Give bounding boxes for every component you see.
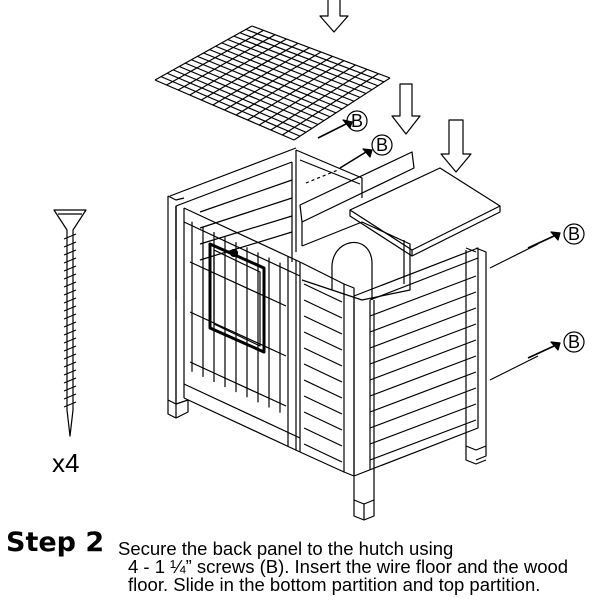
hutch-right-panel bbox=[353, 247, 479, 477]
screw-thread bbox=[63, 353, 77, 360]
screw-thread bbox=[63, 241, 77, 248]
assembly-diagram: B B B B x4 bbox=[52, 0, 585, 521]
wire-floor-grid bbox=[154, 25, 391, 141]
screw-thread bbox=[63, 329, 77, 336]
grid-wire bbox=[293, 77, 391, 141]
callout-label: B bbox=[351, 111, 363, 131]
cage-door bbox=[189, 221, 287, 413]
screw-icon bbox=[527, 341, 561, 359]
screw-icon bbox=[527, 231, 561, 249]
bottom-partition bbox=[301, 221, 411, 301]
alignment-line bbox=[305, 169, 339, 184]
hutch-front-right-leg bbox=[353, 296, 375, 521]
instruction-line: floor. Slide in the bottom partition and… bbox=[128, 574, 541, 595]
grid-wire bbox=[201, 42, 299, 101]
grid-wire bbox=[177, 34, 276, 91]
screw-thread bbox=[63, 393, 77, 400]
screw-icon bbox=[339, 148, 373, 169]
cage-door-frame bbox=[208, 242, 266, 354]
hutch-front-left-frame bbox=[167, 195, 189, 419]
cage-bar bbox=[189, 261, 287, 307]
cage-bar bbox=[189, 361, 287, 407]
hutch-front-panel bbox=[183, 207, 301, 453]
screw-thread bbox=[63, 273, 77, 280]
hutch-back-right-leg bbox=[465, 247, 487, 465]
callout-label: B bbox=[568, 224, 580, 244]
hutch-back-panel bbox=[295, 149, 363, 252]
callout-circle-b bbox=[563, 223, 585, 245]
down-arrow-icon bbox=[391, 83, 421, 135]
grid-wire bbox=[270, 68, 368, 131]
screw-thread bbox=[63, 369, 77, 376]
grid-wire bbox=[166, 29, 264, 86]
cage-bar bbox=[189, 311, 287, 357]
callout-circle-b bbox=[371, 134, 393, 156]
alignment-line bbox=[489, 243, 539, 269]
grid-wire bbox=[154, 25, 253, 81]
screw-thread bbox=[63, 289, 77, 296]
step-title: Step 2 bbox=[6, 527, 105, 558]
screw-thread bbox=[63, 281, 77, 288]
grid-wire bbox=[235, 55, 333, 116]
grid-wire bbox=[247, 60, 345, 121]
screw-thread bbox=[63, 265, 77, 272]
screw-thread bbox=[63, 361, 77, 368]
callout-label: B bbox=[376, 135, 388, 155]
screw-thread bbox=[63, 233, 77, 240]
screw-icon bbox=[53, 209, 87, 437]
screw-thread bbox=[63, 257, 77, 264]
screw-thread bbox=[63, 385, 77, 392]
grid-wire bbox=[258, 64, 356, 126]
screw-thread bbox=[63, 313, 77, 320]
grid-wire bbox=[224, 51, 322, 111]
callout-circle-b bbox=[563, 331, 585, 353]
alignment-line bbox=[489, 355, 539, 381]
screw-thread bbox=[63, 401, 77, 408]
screw-thread bbox=[63, 297, 77, 304]
quantity-label: x4 bbox=[52, 448, 79, 478]
callout-label: B bbox=[568, 332, 580, 352]
down-arrow-icon bbox=[319, 0, 349, 33]
grid-wire bbox=[212, 47, 310, 106]
grid-wire bbox=[282, 73, 379, 136]
screw-thread bbox=[63, 321, 77, 328]
wood-floor-panel bbox=[349, 167, 501, 257]
screw-thread bbox=[63, 305, 77, 312]
top-partition-panel bbox=[299, 151, 415, 246]
screw-thread bbox=[63, 345, 77, 352]
grid-wire bbox=[189, 38, 287, 96]
instruction-line: Secure the back panel to the hutch using bbox=[118, 538, 454, 559]
screw-thread bbox=[63, 337, 77, 344]
screw-thread bbox=[63, 249, 77, 256]
instruction-line: 4 - 1 ¼” screws (B). Insert the wire flo… bbox=[128, 556, 569, 577]
callout-circle-b bbox=[346, 110, 368, 132]
screw-thread bbox=[63, 377, 77, 384]
down-arrow-icon bbox=[440, 119, 472, 173]
